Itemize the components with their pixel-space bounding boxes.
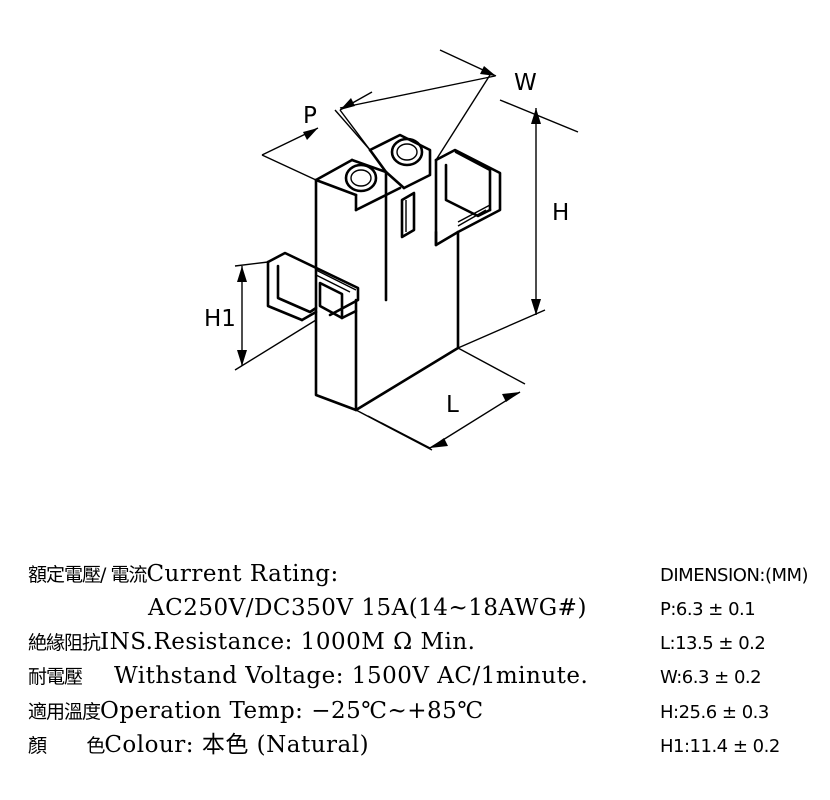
spec-current-rating: 額定電壓/ 電流Current Rating:: [28, 560, 339, 588]
spec-withstand-voltage: 耐電壓 Withstand Voltage: 1500V AC/1minute.: [28, 662, 588, 690]
spec-en-value: Colour: 本色 (Natural): [104, 732, 370, 758]
spec-cn-label: 顏 色: [28, 735, 105, 757]
dimension-w-value: W:6.3 ± 0.2: [660, 667, 762, 688]
screw-holes: [344, 137, 424, 193]
h1-label: H1: [204, 306, 236, 332]
dimension-p-value: P:6.3 ± 0.1: [660, 599, 756, 620]
spec-en-value: INS.Resistance: 1000M Ω Min.: [100, 629, 476, 655]
h-label: H: [552, 200, 569, 226]
spec-cn-label: 額定電壓/ 電流: [28, 564, 147, 586]
spec-cn-label: 適用溫度: [28, 701, 101, 723]
spec-colour: 顏 色Colour: 本色 (Natural): [28, 731, 369, 759]
dimension-w: W: [334, 49, 537, 161]
dimension-h-value: H:25.6 ± 0.3: [660, 702, 769, 723]
connector-drawing: W P H H1 L: [204, 49, 579, 451]
left-terminal: [266, 251, 360, 322]
p-label: P: [303, 103, 317, 129]
dimension-l-value: L:13.5 ± 0.2: [660, 633, 766, 654]
dimension-h1-value: H1:11.4 ± 0.2: [660, 736, 780, 757]
spec-en-value: Withstand Voltage: 1500V AC/1minute.: [114, 663, 589, 689]
dimension-l: L: [355, 347, 526, 451]
dimension-h1: H1: [204, 261, 317, 371]
spec-rating-values: AC250V/DC350V 15A(14~18AWG#): [148, 594, 587, 622]
front-slot: [400, 191, 416, 239]
spec-en-label: Current Rating:: [146, 561, 339, 587]
spec-en-value: AC250V/DC350V 15A(14~18AWG#): [148, 595, 587, 621]
spec-cn-label: 絶緣阻抗: [28, 632, 101, 654]
dimension-header: DIMENSION:(MM): [660, 565, 809, 586]
w-label: W: [514, 70, 537, 96]
spec-ins-resistance: 絶緣阻抗INS.Resistance: 1000M Ω Min.: [28, 628, 476, 656]
spec-operation-temp: 適用溫度Operation Temp: −25℃~+85℃: [28, 697, 484, 725]
spec-en-value: Operation Temp: −25℃~+85℃: [100, 698, 484, 724]
dimension-h: H: [457, 99, 579, 349]
dimension-p: P: [261, 91, 373, 181]
right-terminal: [434, 148, 502, 247]
l-label: L: [446, 392, 459, 418]
spec-cn-label: 耐電壓: [28, 666, 83, 688]
